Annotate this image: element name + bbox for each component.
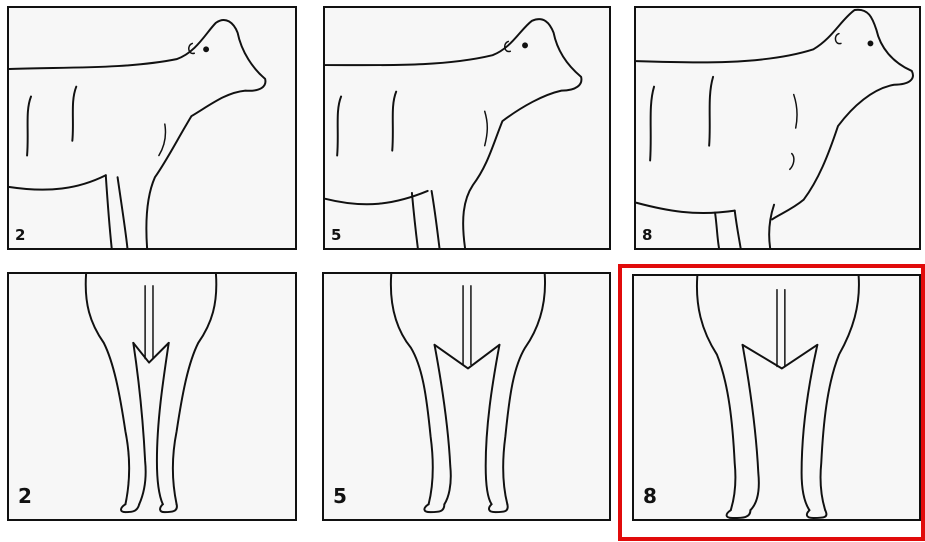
panel-label: 8	[643, 484, 657, 508]
panel-label: 2	[15, 226, 25, 244]
side-view-panel-2: 2	[7, 6, 297, 250]
side-view-panel-8: 8	[634, 6, 921, 250]
cow-side-view-illustration	[325, 8, 609, 248]
cow-rear-view-illustration	[324, 274, 609, 519]
rear-view-panel-2: 2	[7, 272, 297, 521]
panel-label: 5	[333, 484, 347, 508]
panel-label: 5	[331, 226, 341, 244]
panel-label: 8	[642, 226, 652, 244]
cow-rear-view-illustration	[9, 274, 295, 519]
panel-label: 2	[18, 484, 32, 508]
cow-side-view-illustration	[636, 8, 919, 248]
cow-side-view-illustration	[9, 8, 295, 248]
rear-view-panel-5: 5	[322, 272, 611, 521]
side-view-panel-5: 5	[323, 6, 611, 250]
rear-view-panel-8: 8	[632, 274, 921, 521]
cow-rear-view-illustration	[634, 276, 919, 519]
